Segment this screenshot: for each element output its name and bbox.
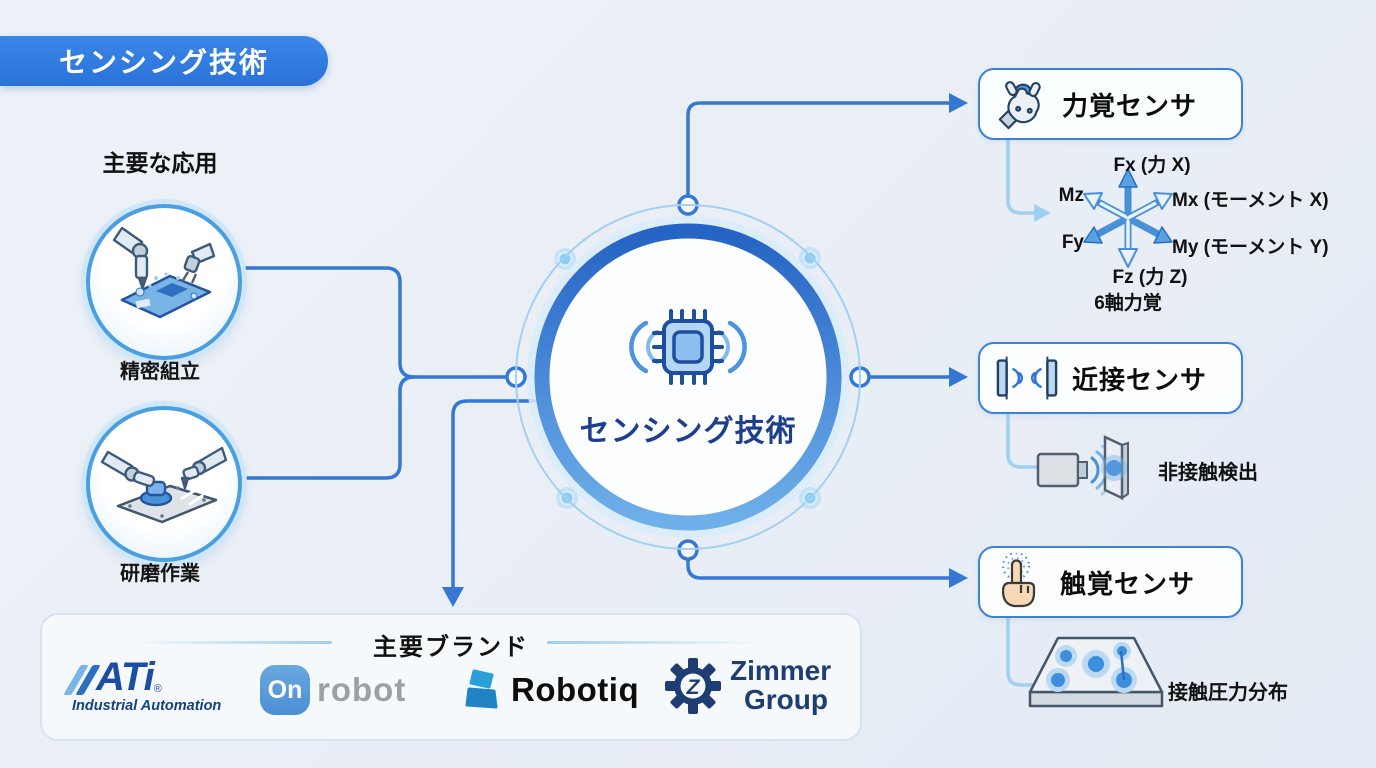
application-label-polishing: 研磨作業 (120, 563, 200, 585)
application-circle-polishing (86, 406, 242, 562)
non-contact-detection-illustration (1036, 435, 1129, 500)
tactile-caption: 接触圧力分布 (1168, 682, 1288, 704)
connector-hub-to-brands (451, 399, 558, 590)
touch-finger-icon (1001, 553, 1036, 608)
brands-divider-left (132, 641, 332, 644)
light-arrowhead (1034, 204, 1051, 222)
application-label-assembly: 精密組立 (120, 361, 200, 383)
brand-logo-onrobot: On robot (260, 665, 406, 715)
onrobot-square-icon: On (260, 665, 310, 715)
connector-hub-to-tactile (686, 557, 952, 580)
zimmer-line1: Zimmer (730, 655, 832, 687)
application-circle-assembly (86, 204, 242, 360)
title-badge-label: センシング技術 (58, 47, 269, 78)
axis-label-my: My (モーメント Y) (1172, 237, 1329, 258)
robotiq-wordmark: Robotiq (511, 671, 640, 708)
connector-assembly-to-hub (231, 266, 507, 379)
brand-logo-ati: ATi ® Industrial Automation (63, 655, 222, 714)
connector-hub-to-force (686, 101, 952, 198)
hub-circle (515, 204, 861, 550)
hub-label: センシング技術 (579, 415, 797, 448)
sensor-box-force: 力覚センサ (978, 68, 1243, 140)
pressure-dots (1046, 642, 1137, 693)
sensor-label-proximity: 近接センサ (1072, 364, 1208, 395)
ati-wordmark: ATi (96, 655, 155, 699)
axis-label-fy: Fy (1061, 232, 1084, 253)
zimmer-line2: Group (744, 684, 828, 715)
axis-label-fz: Fz (力 Z) (1112, 267, 1188, 288)
ati-subtitle: Industrial Automation (72, 698, 222, 714)
brand-logo-zimmer: Z Zimmer Group (664, 657, 831, 715)
pressure-distribution-illustration (1028, 636, 1164, 708)
onrobot-prefix: On (267, 675, 303, 704)
wireless-chip-icon (629, 309, 747, 385)
connector-polishing-to-hub (231, 375, 416, 480)
onrobot-wordmark: robot (317, 671, 407, 708)
axis-label-fx: Fx (力 X) (1113, 155, 1191, 176)
sensor-box-tactile: 触覚センサ (978, 546, 1243, 618)
six-axis-caption: 6軸力覚 (1094, 293, 1162, 314)
proximity-plates-icon (996, 356, 1058, 400)
proximity-caption: 非接触検出 (1158, 462, 1258, 484)
brands-box: 主要ブランド ATi ® Industrial Automation On ro… (40, 613, 862, 741)
brand-logo-robotiq: Robotiq (462, 669, 639, 711)
zimmer-gear-icon: Z (665, 658, 721, 714)
robotiq-icon (465, 669, 498, 709)
polishing-icon (100, 446, 228, 524)
pcb-assembly-icon (112, 226, 216, 319)
ati-registered-mark: ® (153, 683, 162, 695)
brands-divider-right (547, 641, 762, 644)
six-axis-arrows (1083, 168, 1173, 268)
svg-text:Z: Z (686, 676, 701, 699)
light-sub-connectors (1006, 139, 1040, 687)
sensor-box-proximity: 近接センサ (978, 342, 1243, 414)
robot-hand-icon (998, 81, 1041, 130)
sensor-label-force: 力覚センサ (1062, 90, 1198, 121)
title-badge: センシング技術 (0, 36, 328, 86)
applications-heading: 主要な応用 (102, 150, 218, 176)
sensor-label-tactile: 触覚センサ (1060, 568, 1196, 599)
brands-heading: 主要ブランド (373, 634, 529, 661)
zimmer-wordmark: Zimmer Group (730, 657, 831, 714)
axis-label-mx: Mx (モーメント X) (1172, 190, 1329, 211)
axis-label-mz: Mz (1058, 185, 1084, 206)
arrowheads (442, 93, 968, 607)
